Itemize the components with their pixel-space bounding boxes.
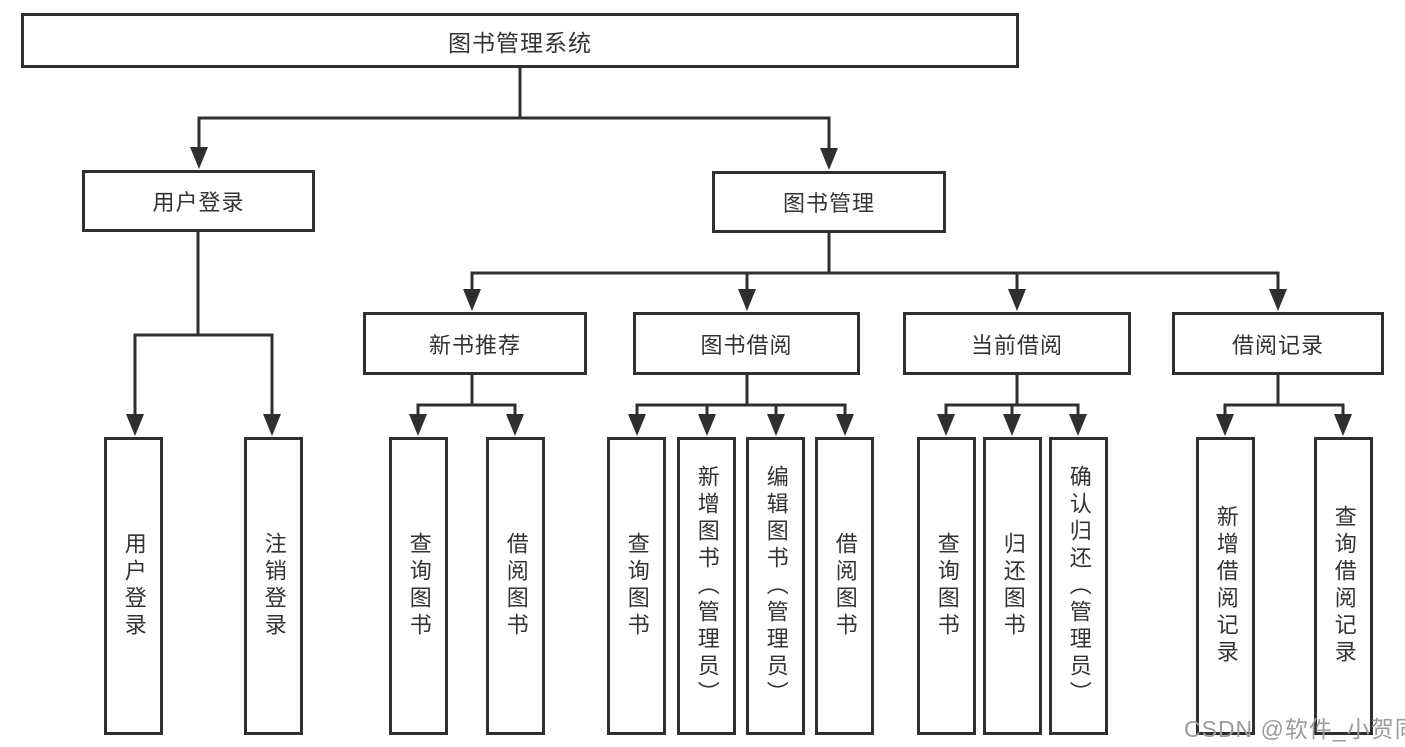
node-library-management-system: 图书管理系统 xyxy=(21,13,1019,68)
leaf-query-book-borrow-label: 查询图书 xyxy=(624,532,650,640)
leaf-add-book-admin: 新增图书（管理员） xyxy=(677,437,736,735)
leaf-query-book-borrow: 查询图书 xyxy=(607,437,666,735)
leaf-borrow-book-label: 借阅图书 xyxy=(832,532,858,640)
node-user-login: 用户登录 xyxy=(82,170,315,232)
leaf-query-book-recommend-label: 查询图书 xyxy=(406,532,432,640)
node-book-management: 图书管理 xyxy=(712,171,946,233)
leaf-logout-login-label: 注销登录 xyxy=(261,532,287,640)
leaf-user-login-label: 用户登录 xyxy=(121,532,147,640)
leaf-return-book-label: 归还图书 xyxy=(1000,532,1026,640)
leaf-add-borrow-record-label: 新增借阅记录 xyxy=(1213,505,1239,667)
leaf-add-book-admin-label: 新增图书（管理员） xyxy=(694,464,720,708)
node-current-borrow: 当前借阅 xyxy=(903,312,1131,375)
leaf-confirm-return-admin-label: 确认归还（管理员） xyxy=(1066,464,1092,708)
leaf-logout-login: 注销登录 xyxy=(244,437,303,735)
leaf-user-login: 用户登录 xyxy=(104,437,163,735)
leaf-edit-book-admin-label: 编辑图书（管理员） xyxy=(763,464,789,708)
node-book-borrow: 图书借阅 xyxy=(633,312,860,375)
leaf-add-borrow-record: 新增借阅记录 xyxy=(1196,437,1255,735)
node-new-book-recommend: 新书推荐 xyxy=(363,312,587,375)
leaf-borrow-book-recommend-label: 借阅图书 xyxy=(503,532,529,640)
leaf-edit-book-admin: 编辑图书（管理员） xyxy=(746,437,805,735)
node-borrow-record: 借阅记录 xyxy=(1172,312,1384,375)
leaf-query-book-current-label: 查询图书 xyxy=(934,532,960,640)
leaf-borrow-book-recommend: 借阅图书 xyxy=(486,437,545,735)
leaf-confirm-return-admin: 确认归还（管理员） xyxy=(1049,437,1108,735)
leaf-query-book-current: 查询图书 xyxy=(917,437,976,735)
leaf-query-borrow-record-label: 查询借阅记录 xyxy=(1331,505,1357,667)
leaf-return-book: 归还图书 xyxy=(983,437,1042,735)
watermark: CSDN @软件_小贺同学 xyxy=(1184,716,1405,742)
leaf-query-borrow-record: 查询借阅记录 xyxy=(1314,437,1373,735)
leaf-query-book-recommend: 查询图书 xyxy=(389,437,448,735)
leaf-borrow-book: 借阅图书 xyxy=(815,437,874,735)
